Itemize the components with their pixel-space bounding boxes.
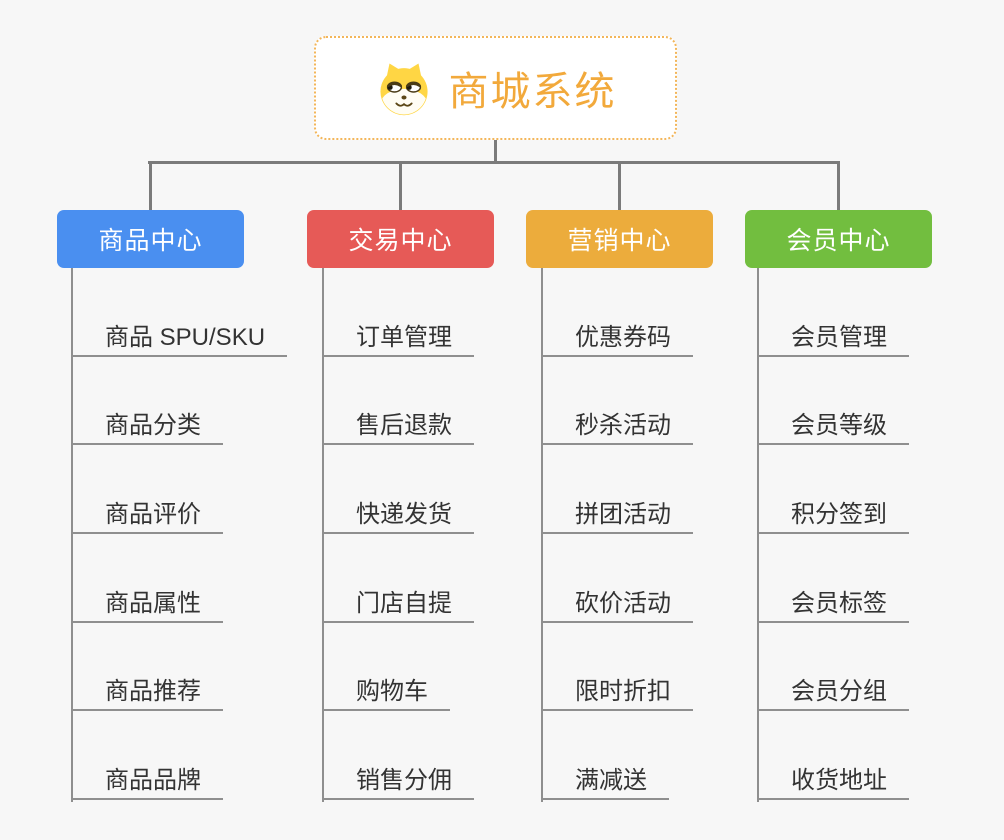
leaf-node[interactable]: 会员标签 bbox=[757, 534, 909, 623]
leaf-node[interactable]: 销售分佣 bbox=[322, 711, 474, 801]
branch-node-3[interactable]: 会员中心 bbox=[745, 210, 932, 268]
leaf-node[interactable]: 会员管理 bbox=[757, 268, 909, 357]
root-title: 商城系统 bbox=[448, 70, 617, 114]
leaf-node[interactable]: 售后退款 bbox=[322, 357, 474, 446]
branch-node-1[interactable]: 交易中心 bbox=[307, 210, 494, 268]
dog-face-icon bbox=[375, 59, 433, 117]
connector-branch-drop bbox=[149, 161, 152, 211]
leaf-node[interactable]: 积分签到 bbox=[757, 445, 909, 535]
connector-branch-drop bbox=[618, 161, 621, 211]
leaf-node[interactable]: 拼团活动 bbox=[541, 445, 693, 535]
connector-branch-trunk bbox=[541, 268, 543, 802]
leaf-node[interactable]: 商品推荐 bbox=[71, 623, 223, 712]
leaf-node[interactable]: 购物车 bbox=[322, 623, 450, 712]
leaf-node[interactable]: 商品评价 bbox=[71, 445, 223, 535]
connector-branch-trunk bbox=[757, 268, 759, 802]
branch-node-0[interactable]: 商品中心 bbox=[57, 210, 244, 268]
leaf-node[interactable]: 限时折扣 bbox=[541, 623, 693, 712]
leaf-node[interactable]: 会员等级 bbox=[757, 357, 909, 446]
branch-children: 订单管理售后退款快递发货门店自提购物车销售分佣 bbox=[322, 268, 474, 801]
branch-children: 优惠券码秒杀活动拼团活动砍价活动限时折扣满减送 bbox=[541, 268, 693, 801]
leaf-node[interactable]: 优惠券码 bbox=[541, 268, 693, 357]
branch-children: 会员管理会员等级积分签到会员标签会员分组收货地址 bbox=[757, 268, 909, 801]
leaf-node[interactable]: 砍价活动 bbox=[541, 534, 693, 623]
leaf-node[interactable]: 会员分组 bbox=[757, 623, 909, 712]
root-node[interactable]: 商城系统 bbox=[314, 36, 677, 140]
leaf-node[interactable]: 秒杀活动 bbox=[541, 357, 693, 446]
connector-branch-drop bbox=[837, 161, 840, 211]
leaf-node[interactable]: 商品品牌 bbox=[71, 711, 223, 801]
leaf-node[interactable]: 快递发货 bbox=[322, 445, 474, 535]
leaf-node[interactable]: 订单管理 bbox=[322, 268, 474, 357]
connector-branch-trunk bbox=[71, 268, 73, 802]
connector-branch-trunk bbox=[322, 268, 324, 802]
branch-node-2[interactable]: 营销中心 bbox=[526, 210, 713, 268]
connector-root-stem bbox=[494, 139, 497, 164]
connector-rail bbox=[148, 161, 840, 164]
leaf-node[interactable]: 商品 SPU/SKU bbox=[71, 268, 288, 357]
leaf-node[interactable]: 满减送 bbox=[541, 711, 669, 801]
leaf-node[interactable]: 商品分类 bbox=[71, 357, 223, 446]
connector-branch-drop bbox=[399, 161, 402, 211]
leaf-node[interactable]: 收货地址 bbox=[757, 711, 909, 801]
leaf-node[interactable]: 商品属性 bbox=[71, 534, 223, 623]
leaf-node[interactable]: 门店自提 bbox=[322, 534, 474, 623]
